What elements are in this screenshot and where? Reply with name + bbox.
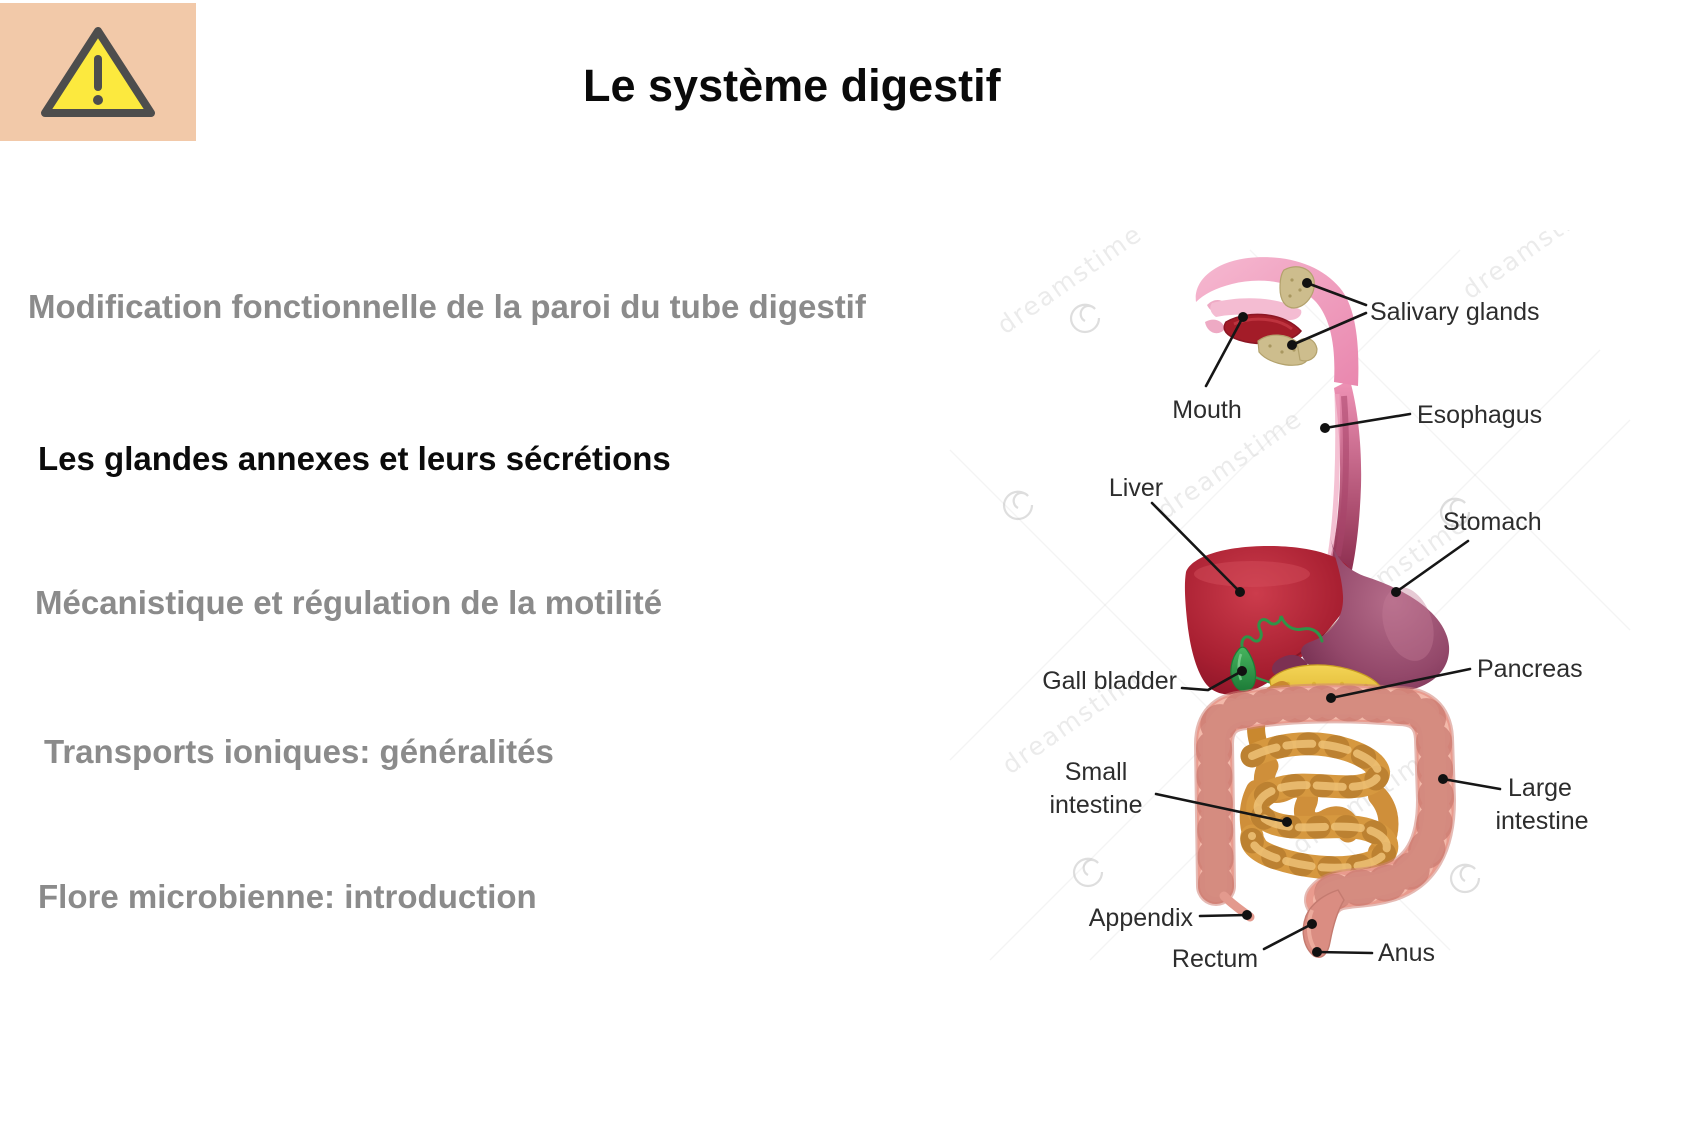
label-rectum: Rectum	[1172, 945, 1258, 973]
menu-item-paroi[interactable]: Modification fonctionnelle de la paroi d…	[28, 288, 866, 325]
digestive-system-diagram: dreamstime dreamstime dreamstime dreamst…	[949, 230, 1631, 973]
warning-banner	[0, 3, 196, 141]
diagram-labels: Salivary glands Mouth Esophagus Liver St…	[1042, 298, 1588, 973]
watermark-spiral	[1072, 857, 1104, 888]
menu-item-flore[interactable]: Flore microbienne: introduction	[38, 878, 537, 915]
watermark-text: dreamstime	[992, 230, 1148, 340]
label-salivary-glands: Salivary glands	[1370, 298, 1540, 326]
menu-item-transports[interactable]: Transports ioniques: généralités	[44, 733, 554, 770]
watermark-spiral	[1439, 497, 1471, 528]
label-small-intestine-line2: intestine	[1049, 791, 1142, 819]
warning-triangle-icon	[41, 27, 155, 117]
watermark-spiral	[1069, 303, 1101, 334]
label-large-intestine-line2: intestine	[1495, 807, 1588, 835]
label-small-intestine-line1: Small	[1065, 758, 1128, 786]
label-gall-bladder: Gall bladder	[1042, 667, 1177, 695]
mouth-illustration	[1195, 257, 1359, 386]
watermark-text: dreamstime	[1457, 230, 1613, 305]
stomach-illustration	[1271, 536, 1450, 693]
label-large-intestine-line1: Large	[1508, 774, 1572, 802]
label-liver: Liver	[1109, 474, 1163, 502]
label-esophagus: Esophagus	[1417, 401, 1542, 429]
esophagus-illustration	[1327, 380, 1362, 570]
label-stomach: Stomach	[1443, 508, 1542, 536]
watermark-spiral	[1449, 863, 1481, 894]
label-anus: Anus	[1378, 939, 1435, 967]
menu-item-glandes[interactable]: Les glandes annexes et leurs sécrétions	[38, 440, 671, 477]
label-mouth: Mouth	[1172, 396, 1241, 424]
leader-lines	[1150, 278, 1502, 957]
menu-item-motilite[interactable]: Mécanistique et régulation de la motilit…	[35, 584, 663, 621]
small-intestine-illustration	[1239, 681, 1399, 880]
label-pancreas: Pancreas	[1477, 655, 1583, 683]
liver-illustration	[1184, 546, 1355, 695]
label-appendix: Appendix	[1089, 904, 1194, 932]
page-title: Le système digestif	[583, 60, 1001, 111]
watermark-spiral	[1002, 490, 1034, 521]
